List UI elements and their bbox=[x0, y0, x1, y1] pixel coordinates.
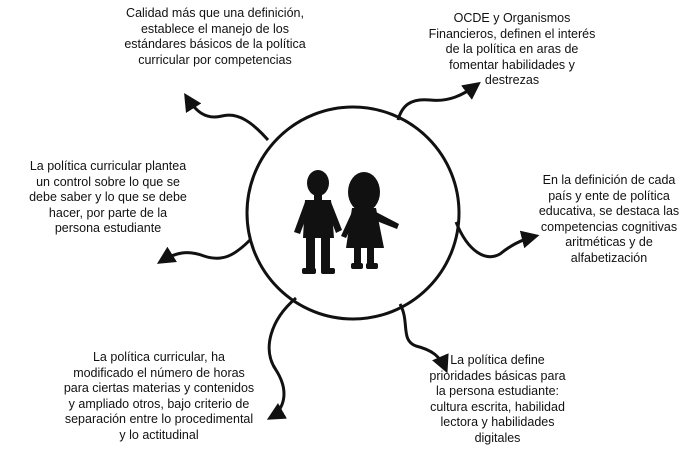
note-mid-right: En la definición de cada país y ente de … bbox=[538, 173, 680, 265]
note-bottom-left: La política curricular, ha modificado el… bbox=[63, 350, 255, 442]
arrow-top-right bbox=[396, 81, 481, 121]
arrow-mid-right bbox=[454, 221, 540, 259]
note-bottom-right: La política define prioridades básicas p… bbox=[429, 353, 566, 445]
arrow-mid-left bbox=[156, 238, 252, 264]
girl-figure bbox=[341, 172, 399, 269]
arrow-bottom-left bbox=[266, 296, 297, 420]
boy-figure bbox=[294, 170, 342, 274]
arrow-top-left bbox=[184, 92, 270, 141]
note-mid-left: La política curricular plantea un contro… bbox=[29, 159, 187, 235]
arrow-bottom-right bbox=[398, 303, 449, 374]
note-top-left: Calidad más que una definición, establec… bbox=[124, 6, 306, 67]
note-top-right: OCDE y Organismos Financieros, definen e… bbox=[428, 11, 596, 87]
